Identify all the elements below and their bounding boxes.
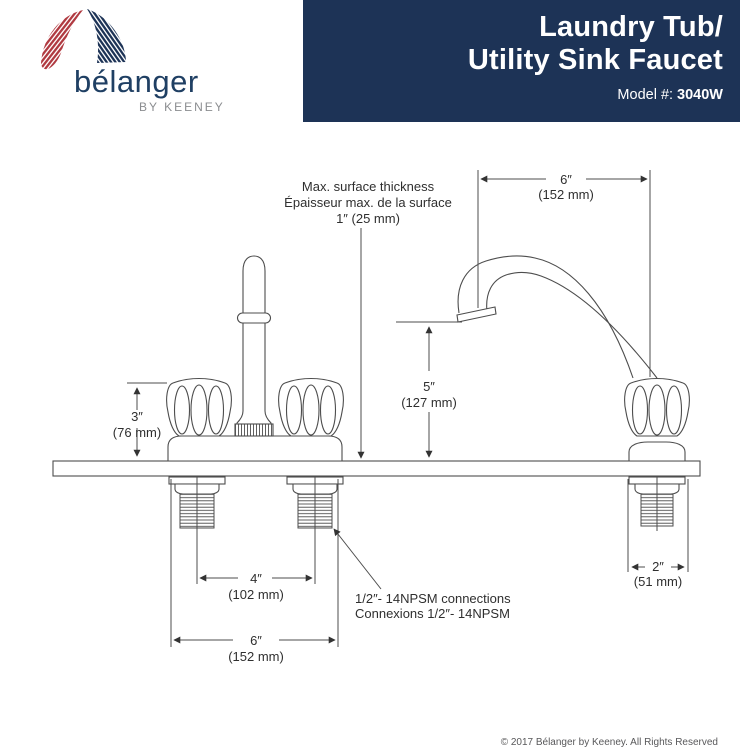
spout-height-mm: (127 mm) xyxy=(401,395,457,410)
page-title-line2: Utility Sink Faucet xyxy=(467,44,723,76)
riser-ribbed-base xyxy=(234,423,274,437)
max-surface-text-2: Épaisseur max. de la surface xyxy=(284,195,452,210)
brand-logo: bélanger BY KEENEY xyxy=(38,6,258,121)
max-surface-text-3: 1″ (25 mm) xyxy=(336,211,400,226)
right-handle xyxy=(278,377,344,437)
model-label: Model #: xyxy=(617,87,674,103)
faucet-side-view xyxy=(456,255,690,531)
shank-width-mm: (51 mm) xyxy=(634,574,682,589)
annotation-connections: 1/2″- 14NPSM connections Connexions 1/2″… xyxy=(333,528,511,621)
dim-faucet-centers: 4″ (102 mm) xyxy=(199,571,313,602)
brand-wordmark: bélanger xyxy=(74,64,199,99)
faucet-front-view xyxy=(166,255,344,584)
handle-height-mm: (76 mm) xyxy=(113,425,161,440)
connections-text-1: 1/2″- 14NPSM connections xyxy=(355,591,511,606)
spout-reach-inches: 6″ xyxy=(560,172,572,187)
dim-handle-height: 3″ (76 mm) xyxy=(113,382,167,457)
spout-riser xyxy=(236,255,272,425)
spout-height-inches: 5″ xyxy=(423,379,435,394)
connections-text-2: Connexions 1/2″- 14NPSM xyxy=(355,606,510,621)
left-handle xyxy=(166,377,232,437)
left-shank xyxy=(168,476,226,584)
faucet-centers-mm: (102 mm) xyxy=(228,587,284,602)
deck-plate xyxy=(167,435,343,462)
model-line: Model #:3040W xyxy=(303,87,723,103)
overall-width-inches: 6″ xyxy=(250,633,262,648)
dim-shank-width: 2″ (51 mm) xyxy=(627,479,689,589)
dim-spout-height: 5″ (127 mm) xyxy=(396,321,462,458)
handle-height-inches: 3″ xyxy=(131,409,143,424)
sail-red-shape xyxy=(41,10,83,70)
copyright-notice: © 2017 Bélanger by Keeney. All Rights Re… xyxy=(500,737,718,748)
model-number: 3040W xyxy=(677,87,723,103)
sail-navy-shape xyxy=(87,9,126,63)
faucet-centers-inches: 4″ xyxy=(250,571,262,586)
shank-width-inches: 2″ xyxy=(652,559,664,574)
page-title-line1: Laundry Tub/ xyxy=(539,11,723,43)
aerator-tip xyxy=(456,306,497,323)
overall-width-mm: (152 mm) xyxy=(228,649,284,664)
spout-reach-mm: (152 mm) xyxy=(538,187,594,202)
dim-overall-width: 6″ (152 mm) xyxy=(170,479,339,664)
belanger-sail-icon xyxy=(41,9,126,70)
title-block: Laundry Tub/ Utility Sink Faucet Model #… xyxy=(303,0,740,122)
max-surface-text-1: Max. surface thickness xyxy=(302,179,435,194)
side-handle xyxy=(624,377,690,437)
riser-ring xyxy=(236,312,272,324)
spout-outer-curve xyxy=(457,255,634,379)
right-shank xyxy=(286,476,344,584)
handle-bonnet xyxy=(628,441,686,462)
side-shank xyxy=(628,476,686,531)
brand-tagline: BY KEENEY xyxy=(139,100,225,114)
dim-max-surface-thickness: Max. surface thickness Épaisseur max. de… xyxy=(284,179,452,459)
dim-spout-reach: 6″ (152 mm) xyxy=(477,170,651,377)
spout-inner-curve xyxy=(486,271,658,379)
counter-surface xyxy=(52,460,701,477)
